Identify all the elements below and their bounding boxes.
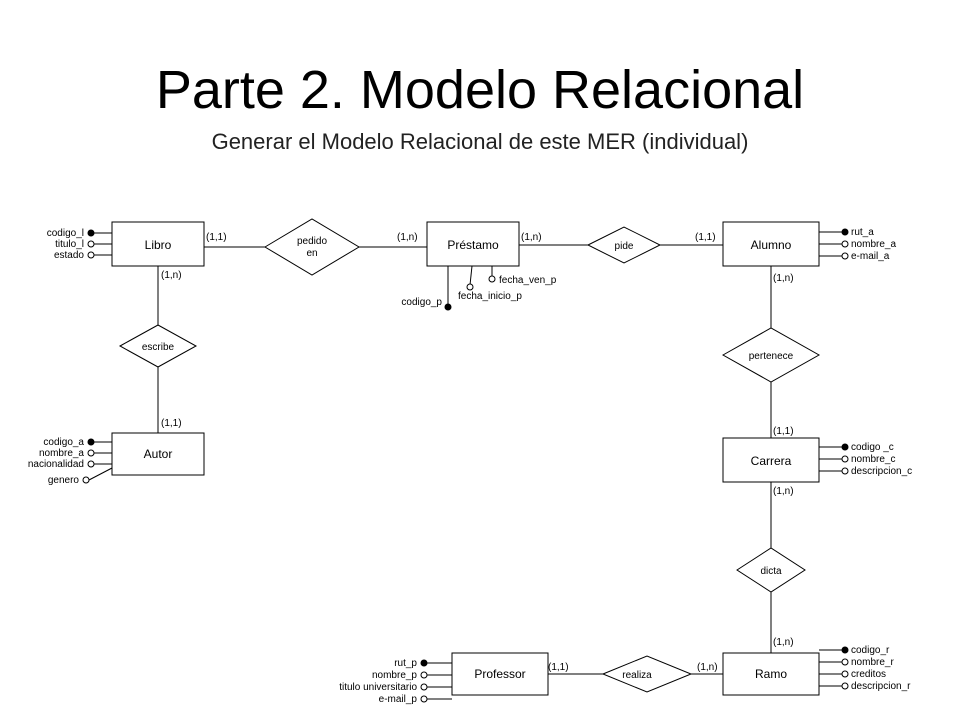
entity-prestamo xyxy=(426,221,520,267)
cardinality-label: (1,n) xyxy=(397,232,418,243)
attribute-label: fecha_ven_p xyxy=(499,275,557,286)
attribute-marker xyxy=(420,695,428,703)
relation-label-pedido: pedido xyxy=(297,236,327,247)
relation-label-pertenece: pertenece xyxy=(749,351,794,362)
page-subtitle: Generar el Modelo Relacional de este MER… xyxy=(211,129,749,154)
cardinality-label: (1,1) xyxy=(695,232,716,243)
cardinality-label: (1,1) xyxy=(161,418,182,429)
entity-label-alumno: Alumno xyxy=(751,238,792,252)
attribute-label: creditos xyxy=(851,669,886,680)
attribute-marker xyxy=(841,670,849,678)
cardinality-label: (1,n) xyxy=(161,270,182,281)
attribute-marker xyxy=(420,671,428,679)
attribute-marker xyxy=(841,658,849,666)
relation-label-dicta: dicta xyxy=(760,566,782,577)
attribute-label: nombre_p xyxy=(372,670,417,681)
entity-label-professor: Professor xyxy=(474,667,525,681)
attribute-label: titulo_l xyxy=(55,239,84,250)
cardinality-label: (1,n) xyxy=(773,273,794,284)
entity-professor xyxy=(451,652,549,696)
cardinality-label: (1,n) xyxy=(521,232,542,243)
attribute-marker xyxy=(87,449,95,457)
entity-label-autor: Autor xyxy=(144,447,173,461)
attribute-marker xyxy=(841,455,849,463)
attribute-marker xyxy=(841,252,849,260)
attribute-label: nacionalidad xyxy=(28,459,84,470)
attribute-marker xyxy=(488,275,496,283)
entity-label-libro: Libro xyxy=(145,238,172,252)
cardinality-label: (1,n) xyxy=(773,637,794,648)
attribute-label: codigo_p xyxy=(401,297,442,308)
key-attribute-marker xyxy=(841,646,849,654)
entity-label-ramo: Ramo xyxy=(755,667,787,681)
attribute-label: nombre_a xyxy=(39,448,84,459)
attribute-marker xyxy=(82,476,90,484)
attribute-label: nombre_a xyxy=(851,239,896,250)
attribute-label: codigo_l xyxy=(47,228,84,239)
entity-label-carrera: Carrera xyxy=(751,454,792,468)
attribute-label: fecha_inicio_p xyxy=(458,291,522,302)
attribute-label: descripcion_r xyxy=(851,681,911,692)
relation-pide xyxy=(586,226,662,264)
attribute-label: nombre_c xyxy=(851,454,895,465)
key-attribute-marker xyxy=(841,228,849,236)
attribute-label: estado xyxy=(54,250,84,261)
attribute-marker xyxy=(87,460,95,468)
cardinality-label: (1,1) xyxy=(773,426,794,437)
attribute-marker xyxy=(841,682,849,690)
attribute-marker xyxy=(841,467,849,475)
key-attribute-marker xyxy=(444,303,452,311)
cardinality-label: (1,1) xyxy=(206,232,227,243)
attribute-label: genero xyxy=(48,475,80,486)
attribute-label: e-mail_p xyxy=(379,694,418,705)
attribute-label: titulo universitario xyxy=(339,682,417,693)
relation-escribe xyxy=(118,324,198,368)
attribute-label: rut_a xyxy=(851,227,874,238)
relation-realiza xyxy=(601,655,693,693)
attribute-label: e-mail_a xyxy=(851,251,890,262)
relation-pedido-en xyxy=(264,218,360,276)
attribute-marker xyxy=(87,240,95,248)
cardinality-label: (1,n) xyxy=(697,662,718,673)
relation-label-escribe: escribe xyxy=(142,342,175,353)
relation-label-en: en xyxy=(306,248,317,259)
attribute-label: codigo _c xyxy=(851,442,894,453)
attribute-label: codigo_a xyxy=(43,437,84,448)
entity-label-prestamo: Préstamo xyxy=(447,238,499,252)
attribute-label: nombre_r xyxy=(851,657,894,668)
entity-carrera xyxy=(722,437,820,483)
attribute-label: codigo_r xyxy=(851,645,890,656)
relation-label-realiza: realiza xyxy=(622,670,652,681)
entity-autor xyxy=(111,432,205,476)
relation-label-pide: pide xyxy=(615,241,634,252)
key-attribute-marker xyxy=(87,229,95,237)
attribute-label: descripcion_c xyxy=(851,466,912,477)
page-title: Parte 2. Modelo Relacional xyxy=(155,60,805,120)
cardinality-label: (1,n) xyxy=(773,486,794,497)
attribute-marker xyxy=(420,683,428,691)
relation-pertenece xyxy=(721,327,821,383)
key-attribute-marker xyxy=(420,659,428,667)
attribute-marker xyxy=(466,283,474,291)
key-attribute-marker xyxy=(87,438,95,446)
attribute-label: rut_p xyxy=(394,658,417,669)
attribute-marker xyxy=(841,240,849,248)
cardinality-label: (1,1) xyxy=(548,662,569,673)
key-attribute-marker xyxy=(841,443,849,451)
attribute-marker xyxy=(87,251,95,259)
relation-dicta xyxy=(736,547,806,593)
